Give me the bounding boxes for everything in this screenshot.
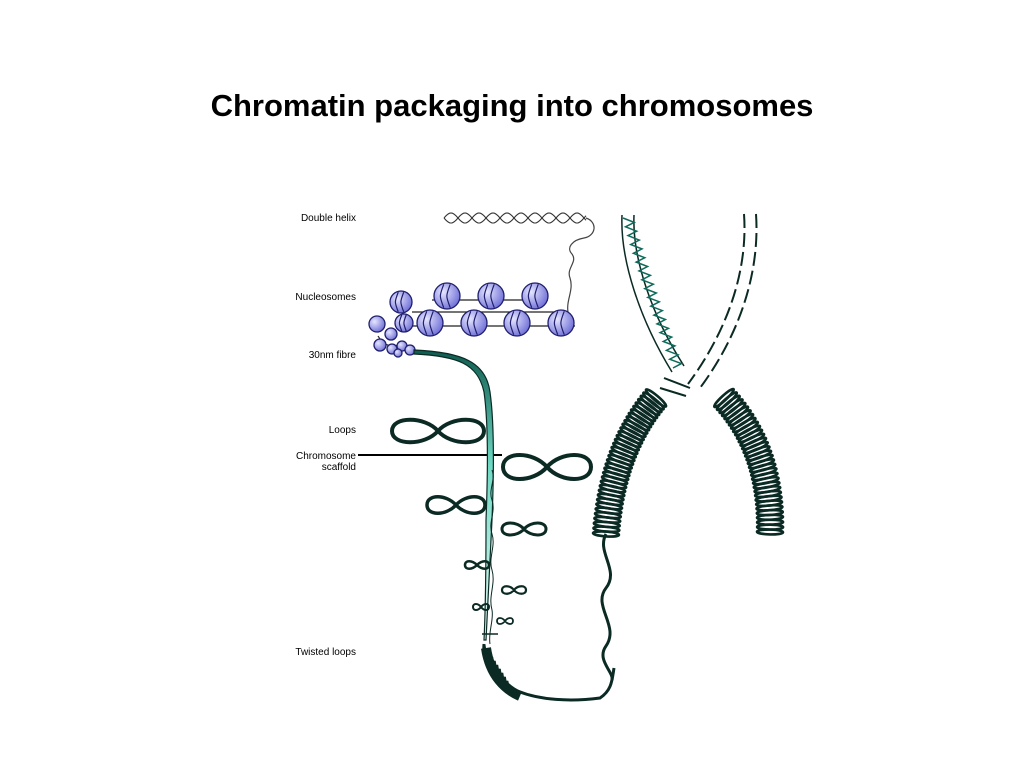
- loop-1: [389, 417, 487, 445]
- chromosome: [591, 213, 785, 681]
- nucleosome-wrap: [439, 284, 451, 308]
- chromatid-upper-left-outer: [621, 214, 673, 373]
- chromatid-lower-right-coils: [713, 387, 785, 536]
- double-helix: [443, 212, 595, 313]
- nucleosome-bead: [373, 338, 387, 352]
- loop-7: [471, 603, 491, 611]
- chromatid-upper-left-zigzag: [622, 217, 684, 369]
- loop-6: [500, 585, 528, 595]
- label-loops: Loops: [329, 425, 356, 436]
- chromatid-upper-right-inner: [699, 213, 758, 389]
- chromatin-loops: [389, 417, 594, 635]
- loop-2: [500, 453, 594, 481]
- label-twisted-loops: Twisted loops: [295, 647, 356, 658]
- loop-3: [425, 495, 487, 515]
- nucleosome-bead: [393, 348, 403, 358]
- chromatid-unwinding-wave: [600, 533, 614, 681]
- label-nucleosomes: Nucleosomes: [295, 292, 356, 303]
- chromatid-upper-right-outer: [687, 213, 746, 385]
- label-double-helix: Double helix: [301, 213, 356, 224]
- loop-8: [496, 617, 514, 625]
- nucleosome-wrap: [527, 284, 539, 308]
- scaffold-wiggle: [489, 469, 494, 645]
- nucleosome-wrap: [483, 284, 495, 308]
- nucleosome-wrap: [509, 311, 521, 335]
- loop-5: [463, 560, 491, 570]
- loop-4: [500, 521, 548, 537]
- twisted-loops-curve: [482, 643, 616, 702]
- nucleosome-beads: [368, 282, 575, 358]
- nucleosome-wrap: [398, 314, 407, 332]
- helix-strand-b: [443, 212, 587, 224]
- nucleosome-wrap: [466, 311, 478, 335]
- twisted-loops-zigzag: [482, 644, 514, 694]
- centromere: [659, 377, 691, 397]
- nucleosome-wrap: [553, 311, 565, 335]
- slide-title: Chromatin packaging into chromosomes: [210, 88, 814, 123]
- nucleosome-bead: [368, 315, 386, 333]
- label-chromosome-scaffold-2: scaffold: [322, 462, 356, 473]
- chromatid-coil: [755, 528, 785, 536]
- nucleosome-wrap: [422, 311, 434, 335]
- label-chromosome-scaffold-1: Chromosome: [296, 451, 356, 462]
- helix-strand-a: [443, 212, 587, 224]
- chromatid-upper-left-inner: [633, 214, 685, 367]
- twisted-loops-band: [481, 647, 523, 701]
- label-30nm-fibre: 30nm fibre: [309, 350, 357, 361]
- nucleosome-bead: [384, 327, 398, 341]
- nucleosome-wrap: [394, 291, 405, 313]
- chromatid-lower-left-coils: [591, 388, 668, 538]
- 30nm-fibre: [413, 349, 494, 641]
- helix-connector: [567, 217, 595, 313]
